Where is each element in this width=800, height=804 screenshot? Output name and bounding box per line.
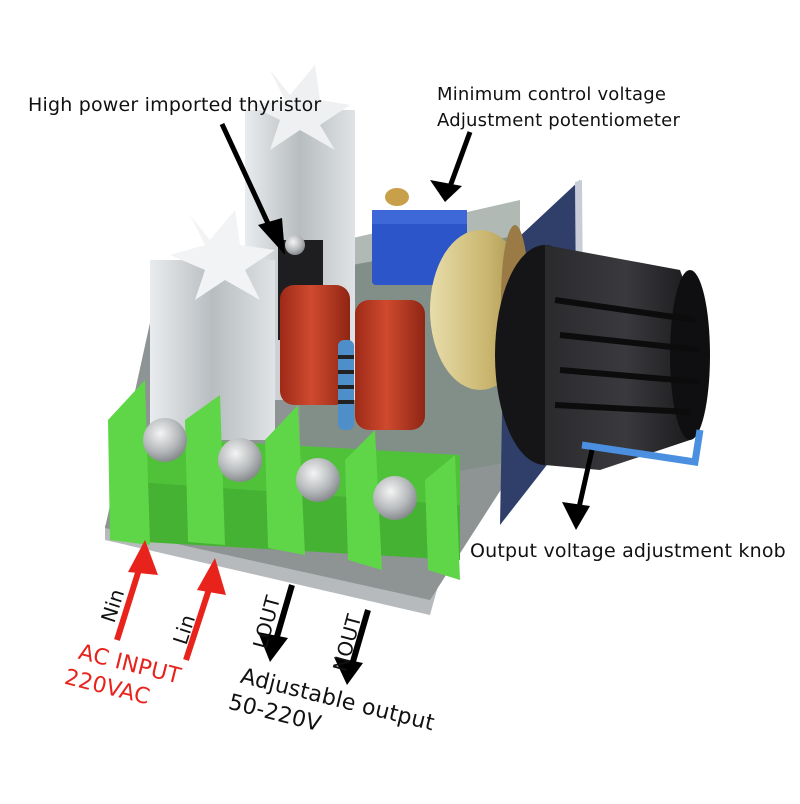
capacitor-right bbox=[355, 300, 425, 430]
thyristor-label: High power imported thyristor bbox=[28, 94, 322, 116]
terminal-screws bbox=[143, 418, 417, 520]
output-voltage-knob bbox=[495, 245, 710, 470]
capacitor-left bbox=[280, 285, 350, 405]
potentiometer-label-line1: Minimum control voltage bbox=[437, 84, 667, 105]
potentiometer-arrow bbox=[430, 131, 473, 202]
thyristor-arrow bbox=[219, 122, 285, 255]
nout-arrow bbox=[334, 609, 371, 685]
lout-arrow bbox=[258, 584, 295, 662]
knob-label: Output voltage adjustment knob bbox=[470, 540, 786, 562]
knob-arrow bbox=[562, 449, 595, 530]
terminal-block bbox=[108, 380, 460, 580]
nin-arrow bbox=[114, 540, 158, 641]
lin-arrow bbox=[183, 558, 226, 661]
resistor bbox=[338, 340, 354, 430]
potentiometer-label-line2: Adjustment potentiometer bbox=[437, 110, 681, 131]
